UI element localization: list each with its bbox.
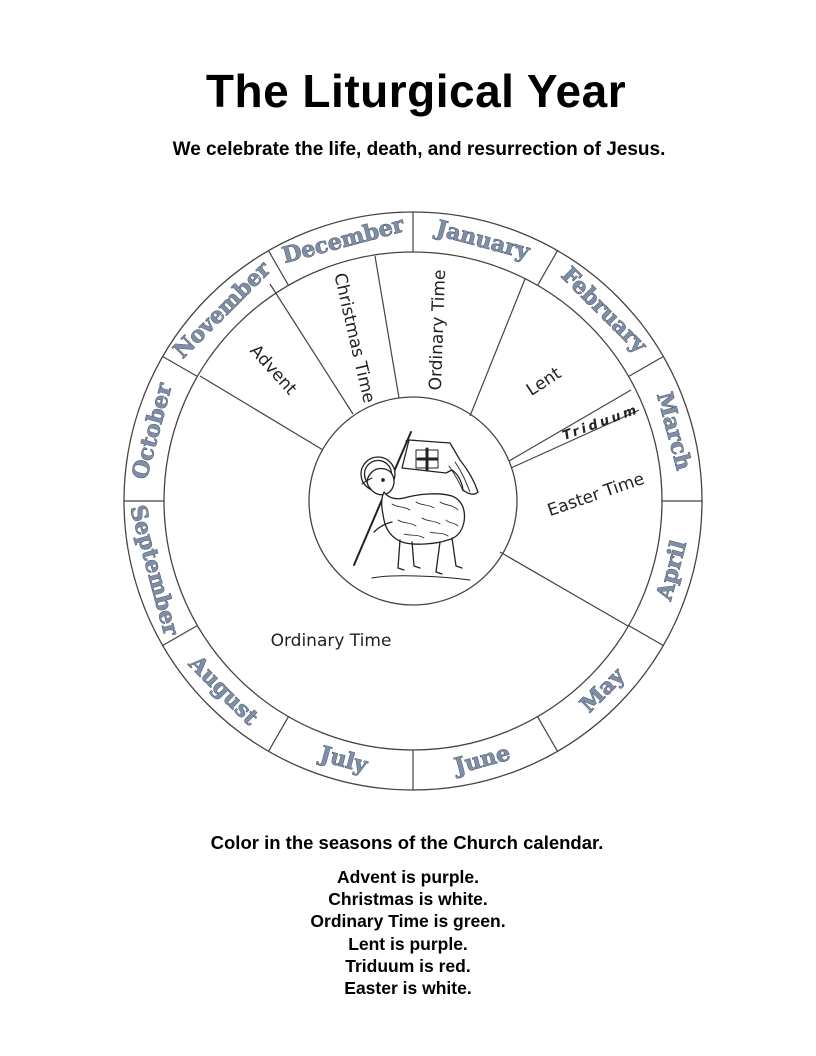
instruction-text: Color in the seasons of the Church calen… [210, 832, 604, 853]
page-title: The Liturgical Year [205, 65, 627, 117]
color-rule-easter: Easter is white. [344, 978, 472, 999]
liturgical-wheel: JanuaryFebruaryMarchAprilMayJuneJulyAugu… [123, 211, 703, 791]
lamb-of-god-icon [353, 431, 479, 581]
color-rule-lent: Lent is purple. [348, 933, 468, 954]
color-rule-ordinary: Ordinary Time is green. [310, 911, 506, 932]
season-label-ordinary-winter: Ordinary Time [426, 269, 450, 390]
page-subtitle: We celebrate the life, death, and resurr… [172, 139, 666, 160]
month-dividers [124, 212, 702, 790]
color-rule-triduum: Triduum is red. [345, 955, 471, 976]
color-rule-christmas: Christmas is white. [328, 889, 488, 910]
season-dividers [199, 255, 640, 627]
color-rules-list: Advent is purple. Christmas is white. Or… [0, 866, 816, 999]
color-rule-advent: Advent is purple. [337, 867, 479, 887]
season-label-ordinary-summer: Ordinary Time [271, 631, 392, 651]
